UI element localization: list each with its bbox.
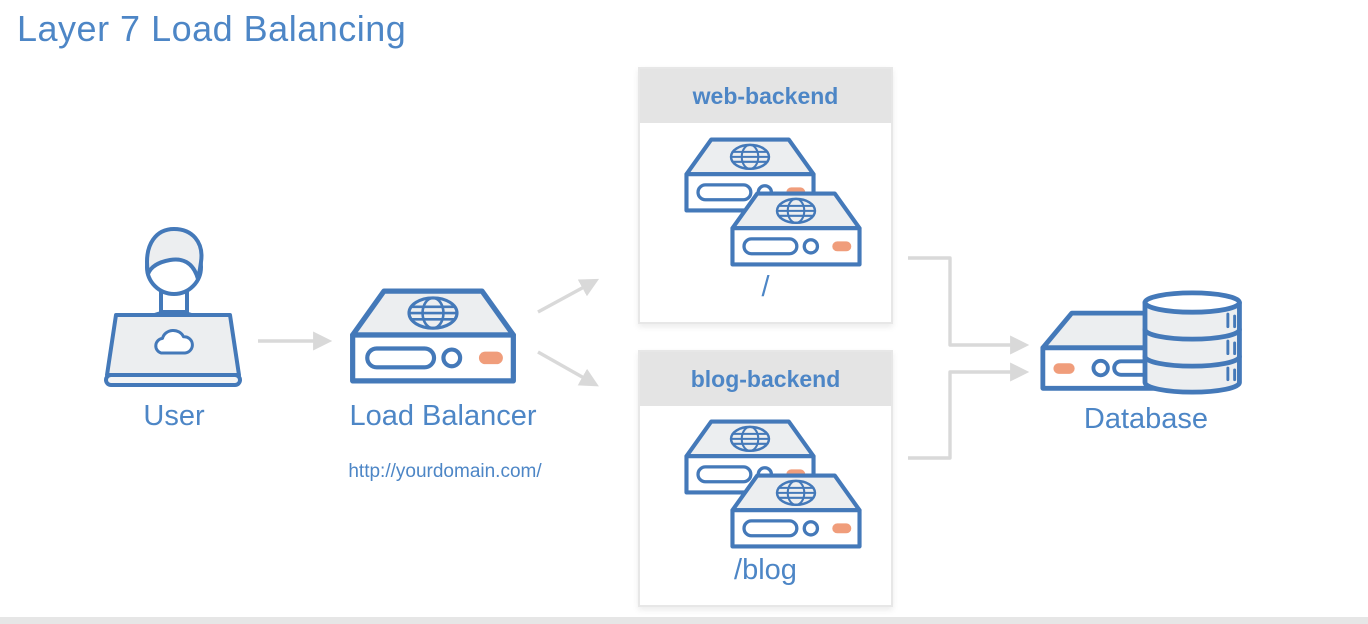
user-label: User bbox=[143, 400, 205, 432]
blog-server-icon-2 bbox=[730, 473, 862, 549]
web-backend-name: web-backend bbox=[692, 82, 839, 109]
arrow-lb-to-web-backend bbox=[537, 278, 600, 314]
web-server-icon-2 bbox=[730, 191, 862, 267]
arrow-lb-to-blog-backend bbox=[537, 350, 599, 387]
web-backend-group: web-backend / bbox=[638, 67, 893, 324]
arrow-blog-backend-to-database bbox=[908, 362, 1030, 460]
blog-backend-name: blog-backend bbox=[690, 365, 841, 392]
web-backend-route: / bbox=[761, 271, 770, 303]
load-balancer-label: Load Balancer bbox=[349, 400, 537, 432]
blog-backend-route: /blog bbox=[734, 554, 797, 586]
blog-backend-header: blog-backend bbox=[640, 352, 891, 406]
blog-backend-group: blog-backend /blog bbox=[638, 350, 893, 607]
diagram-title: Layer 7 Load Balancing bbox=[17, 8, 407, 49]
arrow-web-backend-to-database bbox=[908, 256, 1030, 355]
load-balancer-icon bbox=[349, 288, 517, 384]
database-icon bbox=[1039, 286, 1251, 400]
load-balancer-url: http://yourdomain.com/ bbox=[348, 461, 542, 482]
database-label: Database bbox=[1083, 403, 1209, 435]
footer-bar bbox=[0, 617, 1368, 624]
user-icon bbox=[103, 222, 243, 387]
web-backend-header: web-backend bbox=[640, 69, 891, 123]
